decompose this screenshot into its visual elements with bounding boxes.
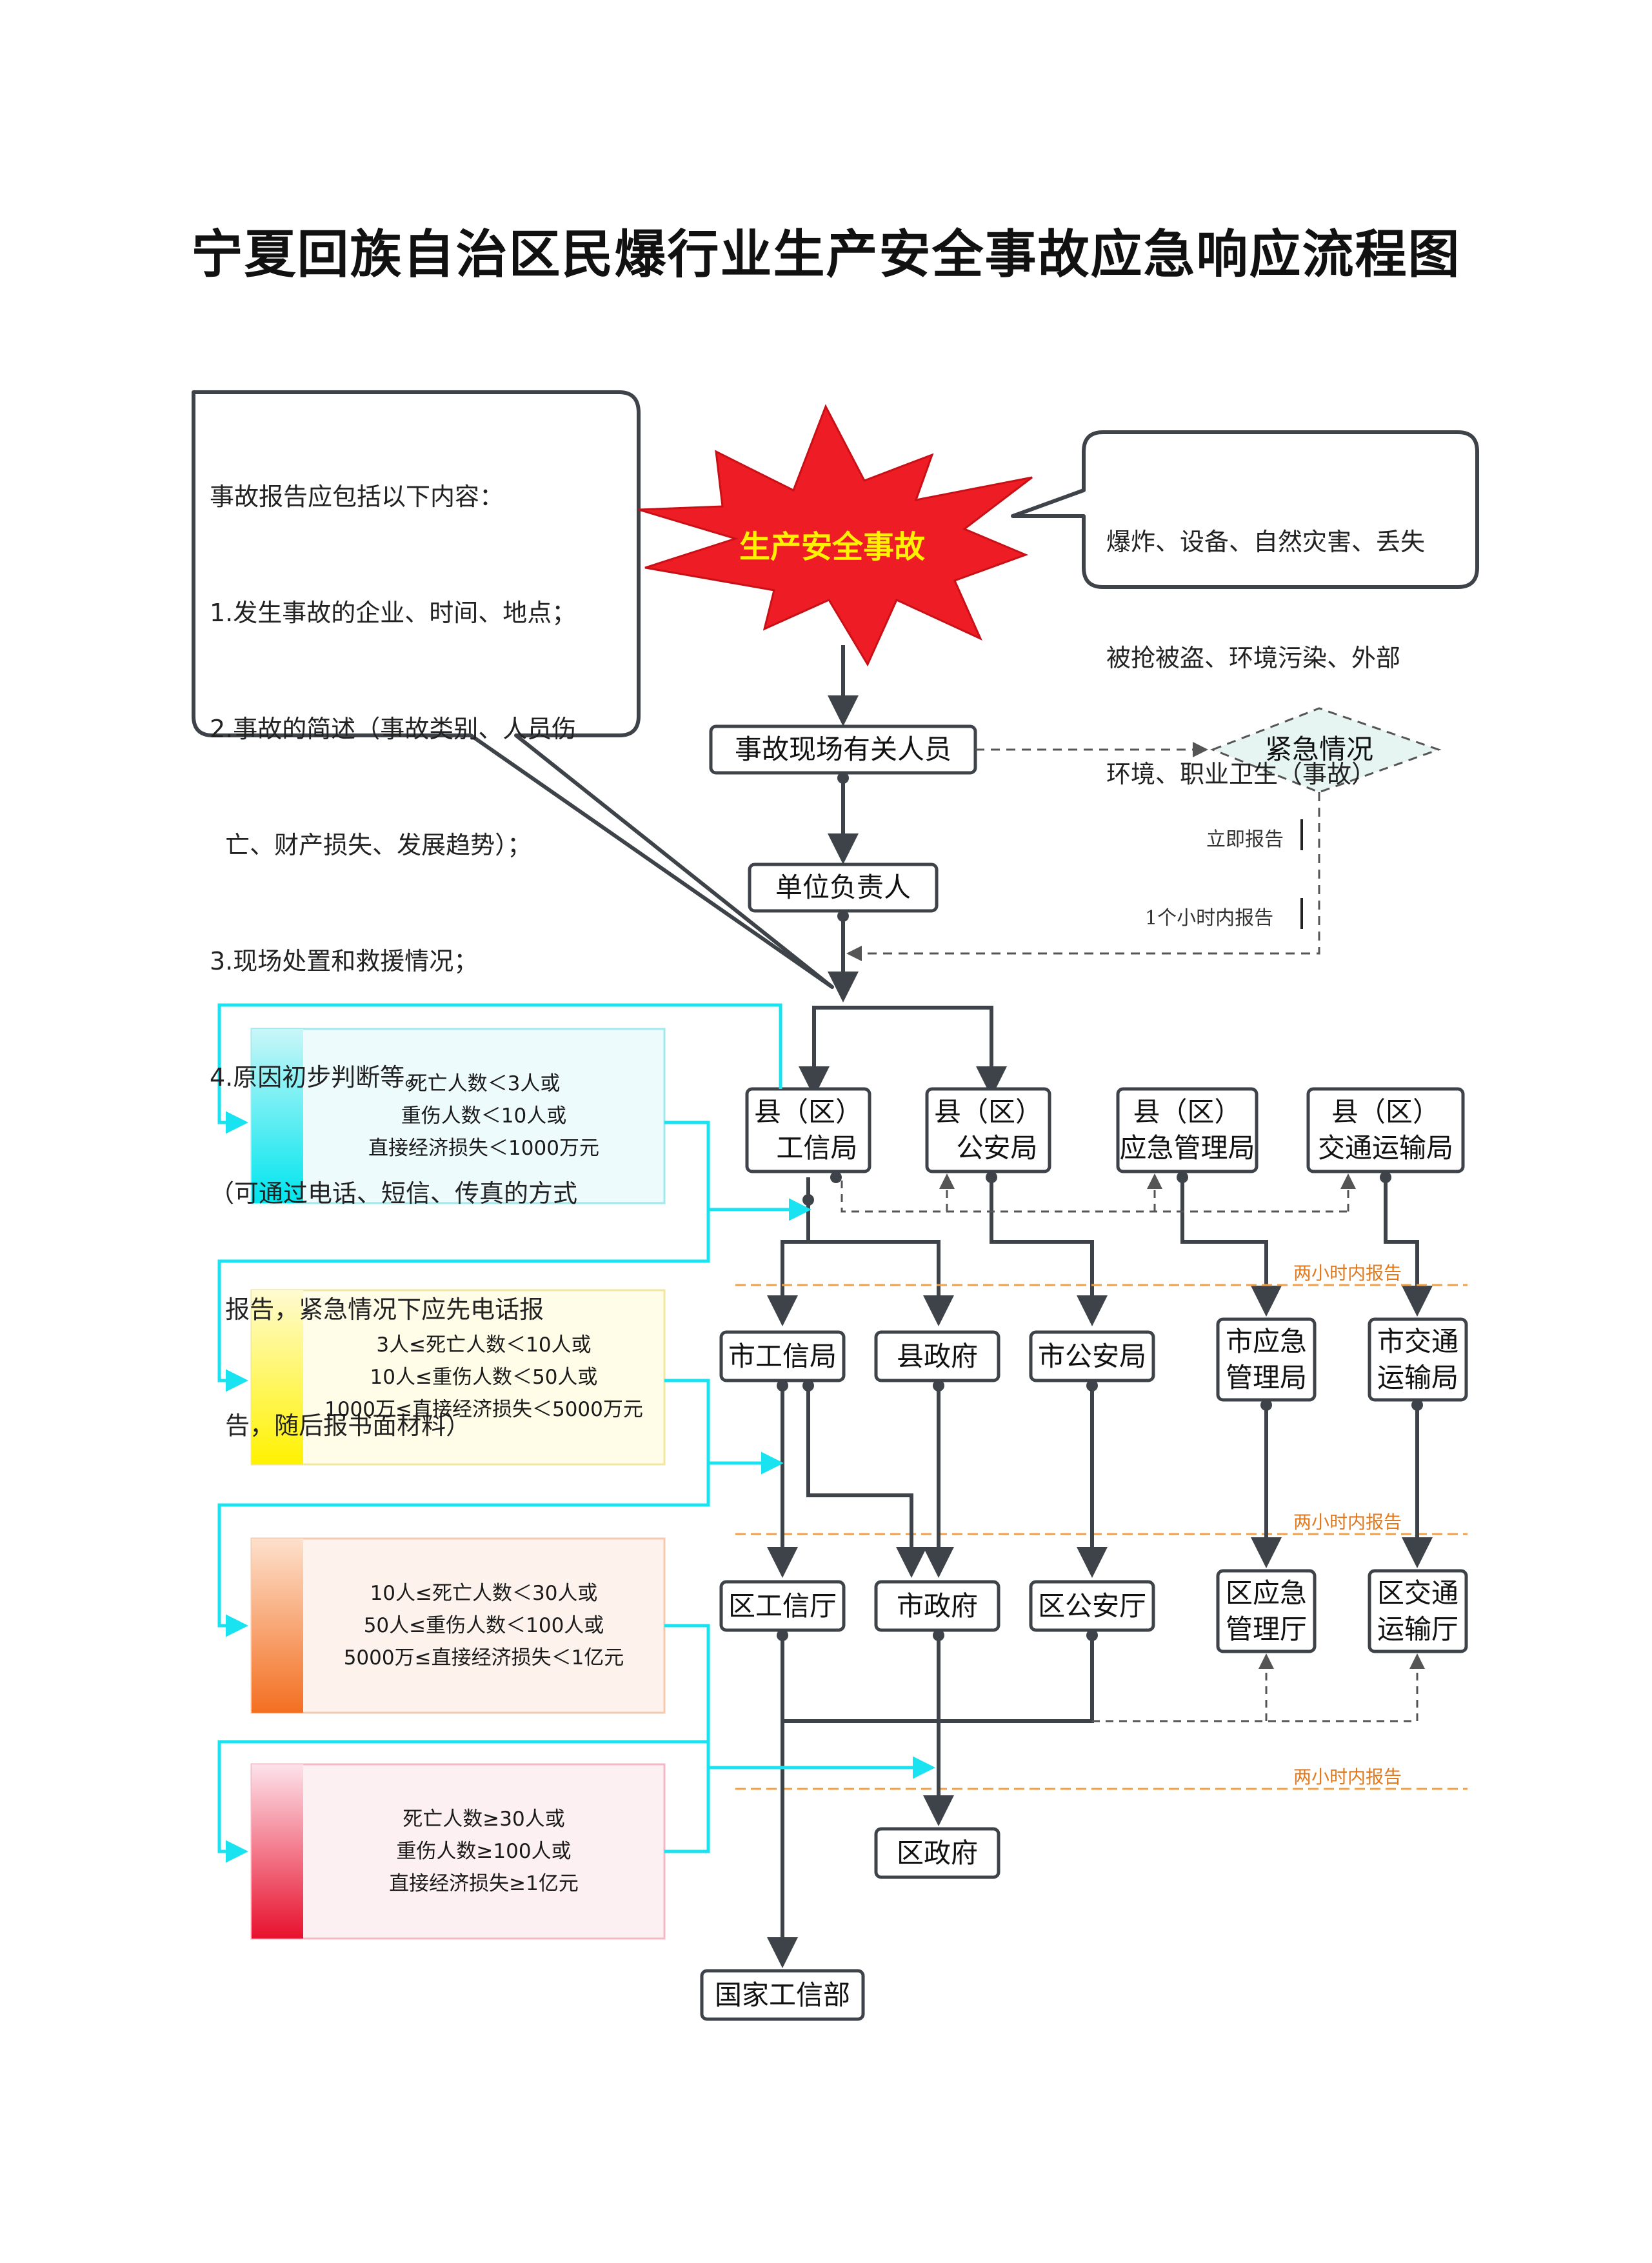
- county-emergency-node: 县（区） 应急管理局: [1119, 1096, 1255, 1164]
- city-miit-node: 市工信局: [728, 1340, 837, 1372]
- level-2-box: [250, 1289, 666, 1466]
- region-miit-node: 区工信厅: [728, 1590, 837, 1622]
- county-miit-box: [745, 1087, 871, 1173]
- report-line: 3.现场处置和救援情况；: [210, 947, 479, 975]
- report-line: 1.发生事故的企业、时间、地点；: [210, 599, 577, 627]
- type-line: 爆炸、设备、自然灾害、丢失: [1106, 528, 1426, 556]
- accident-label: 生产安全事故: [739, 529, 925, 565]
- report-line: （可通过电话、短信、传真的方式: [210, 1179, 578, 1208]
- accident-star-shape: [638, 404, 1033, 667]
- type-callout-bubble: [1011, 430, 1479, 589]
- onsite-node: 事故现场有关人员: [734, 733, 951, 765]
- region-police-node: 区公安厅: [1037, 1590, 1146, 1622]
- region-emergency-node: 区应急 管理厅: [1225, 1577, 1307, 1645]
- report-line: 2.事故的简述（事故类别、人员伤: [210, 715, 577, 743]
- two-hours-label-2: 两小时内报告: [1293, 1511, 1402, 1533]
- edge-county-miit-branch: [767, 1200, 810, 1326]
- county-gov-node: 县政府: [896, 1340, 978, 1372]
- county-police-node: 县（区） 公安局: [933, 1096, 1042, 1164]
- immediate-report-label: 立即报告: [1206, 828, 1284, 851]
- type-line: 环境、职业卫生（事故）: [1106, 760, 1377, 788]
- edge-split-branches: [812, 1006, 993, 1100]
- type-callout-text: 爆炸、设备、自然灾害、丢失 被抢被盗、环境污染、外部 环境、职业卫生（事故）: [1106, 445, 1425, 832]
- two-hours-label-1: 两小时内报告: [1293, 1262, 1402, 1284]
- city-transport-node: 市交通 运输局: [1377, 1325, 1458, 1393]
- region-gov-node: 区政府: [896, 1837, 978, 1869]
- report-line: 告，随后报书面材料）: [210, 1411, 471, 1440]
- edge-emergency-back: [846, 792, 1320, 961]
- national-miit-node: 国家工信部: [714, 1979, 850, 2011]
- city-gov-node: 市政府: [896, 1590, 978, 1622]
- edge-county-emergency-branch: [1180, 1177, 1282, 1317]
- cyan-level-connectors: [217, 1003, 935, 1863]
- edge-county-notify-dashed: [841, 1181, 1348, 1213]
- county-miit-node: 县（区） 工信局: [753, 1096, 862, 1164]
- region-emergency-box: [1216, 1569, 1317, 1653]
- county-police-box: [925, 1087, 1051, 1173]
- region-transport-box: [1368, 1569, 1468, 1653]
- county-transport-node: 县（区） 交通运输局: [1317, 1096, 1453, 1164]
- level-1-box: [250, 1028, 666, 1204]
- edge-county-transport-branch: [1384, 1177, 1433, 1317]
- type-line: 被抢被盗、环境污染、外部: [1106, 644, 1401, 672]
- report-callout-bubble: [192, 390, 834, 989]
- report-line: 4.原因初步判断等。: [210, 1063, 430, 1092]
- level-1-text: 死亡人数＜3人或 重伤人数＜10人或 直接经济损失＜1000万元: [368, 1072, 599, 1160]
- city-police-node: 市公安局: [1037, 1340, 1146, 1372]
- emergency-diamond: [1209, 707, 1442, 793]
- region-gov-box: [874, 1827, 1000, 1879]
- level-2-text: 3人≤死亡人数＜10人或 10人≤重伤人数＜50人或 1000万≤直接经济损失＜…: [324, 1333, 643, 1421]
- city-emergency-node: 市应急 管理局: [1225, 1325, 1307, 1393]
- edge-county-police-branch: [990, 1177, 1108, 1326]
- level-4-box: [250, 1763, 666, 1940]
- region-transport-node: 区交通 运输厅: [1377, 1577, 1458, 1645]
- level-3-text: 10人≤死亡人数＜30人或 50人≤重伤人数＜100人或 5000万≤直接经济损…: [343, 1582, 624, 1670]
- level-4-text: 死亡人数≥30人或 重伤人数≥100人或 直接经济损失≥1亿元: [389, 1808, 579, 1895]
- within-hour-report-label: 1个小时内报告: [1145, 907, 1274, 930]
- report-line: 报告，紧急情况下应先电话报: [210, 1295, 544, 1324]
- report-line: 事故报告应包括以下内容：: [210, 483, 504, 511]
- page-title: 宁夏回族自治区民爆行业生产安全事故应急响应流程图: [191, 224, 1461, 284]
- two-hours-label-3: 两小时内报告: [1293, 1766, 1402, 1788]
- county-emergency-box: [1116, 1087, 1259, 1173]
- report-callout-text: 事故报告应包括以下内容： 1.发生事故的企业、时间、地点； 2.事故的简述（事故…: [210, 400, 577, 1484]
- unit-head-node: 单位负责人: [775, 872, 911, 903]
- national-miit-box: [700, 1969, 865, 2021]
- emergency-node: 紧急情况: [1264, 733, 1373, 765]
- report-line: 亡、财产损失、发展趋势）；: [210, 831, 532, 859]
